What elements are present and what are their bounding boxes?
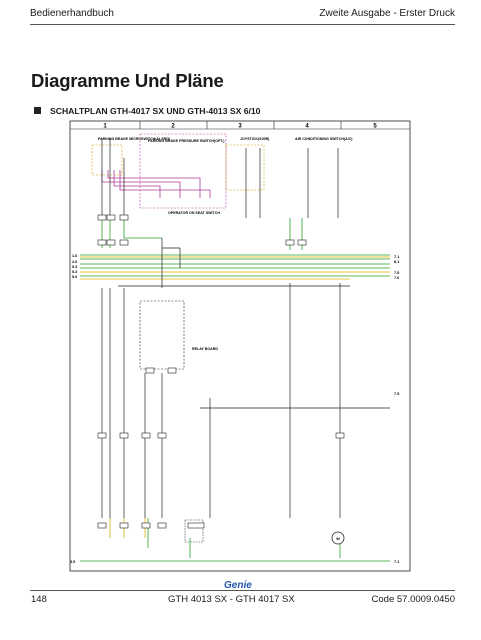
left-ref-2: 2.6 — [72, 260, 77, 264]
purple-wires — [101, 170, 211, 198]
footer-code: Code 57.0009.0450 — [371, 594, 455, 605]
parking-brake-microswitch-label: PARKING BRAKE MICROSWITCH(ALSRG) — [98, 137, 171, 141]
section-bullet — [34, 107, 41, 114]
operator-seat-switch-label: OPERATOR ON SEAT SWITCH — [168, 211, 220, 215]
left-ref-1: 1.6 — [72, 254, 77, 258]
column-label-2: 2 — [171, 124, 175, 130]
black-wires — [101, 138, 390, 518]
column-label-1: 1 — [103, 124, 107, 130]
diode-box — [184, 519, 204, 543]
motor-symbol — [331, 531, 345, 545]
right-ref-2: 8.1 — [394, 260, 399, 264]
column-label-3: 3 — [238, 124, 242, 130]
relay-board-label: RELAY BOARD — [192, 347, 218, 351]
connector-blocks — [97, 214, 345, 529]
header-rule — [30, 24, 455, 25]
left-ref-5: 5.6 — [72, 275, 77, 279]
column-label-4: 4 — [305, 124, 309, 130]
header-right: Zweite Ausgabe - Erster Druck — [319, 8, 455, 19]
right-ref-4: 7.6 — [394, 276, 399, 280]
footer-model: GTH 4013 SX - GTH 4017 SX — [168, 594, 295, 605]
joystick-box — [225, 144, 265, 191]
page-title: Diagramme Und Pläne — [31, 70, 224, 91]
bottom-left-ref: 3.5 — [70, 560, 75, 564]
parking-brake-pressure-switch-label: PARKING BRAKE PRESSURE SWITCH(OPT.) — [148, 139, 225, 143]
left-ref-4: 5.3 — [72, 270, 77, 274]
microswitch-box — [91, 144, 123, 176]
wiring-schematic: 1 2 3 4 5 PARKING BRAKE MICROSWITCH(ALSR… — [69, 120, 411, 572]
relay-board-box — [139, 300, 185, 370]
green-wires — [80, 218, 390, 562]
section-title: SCHALTPLAN GTH-4017 SX UND GTH-4013 SX 6… — [50, 106, 261, 116]
svg-text:M: M — [336, 536, 340, 541]
column-label-5: 5 — [373, 124, 377, 130]
schematic-frame — [69, 120, 411, 572]
joystick-label: JOYSTICK(S30R) — [240, 137, 270, 141]
left-ref-3: 5.3 — [72, 265, 77, 269]
right-ref-1: 7.1 — [394, 255, 399, 259]
header-left: Bedienerhandbuch — [30, 8, 114, 19]
yellow-wires — [80, 256, 390, 538]
genie-logo: Genie — [224, 580, 252, 591]
footer-page-number: 148 — [31, 594, 47, 605]
right-ref-3: 7.5 — [394, 271, 399, 275]
bottom-right-ref: 7.1 — [394, 560, 399, 564]
air-conditioning-switch-label: AIR CONDITIONING SWITCH(A/C) — [295, 137, 353, 141]
pressure-switch-box — [139, 133, 227, 209]
footer-rule — [30, 590, 455, 591]
right-ref-5: 7.5 — [394, 392, 399, 396]
